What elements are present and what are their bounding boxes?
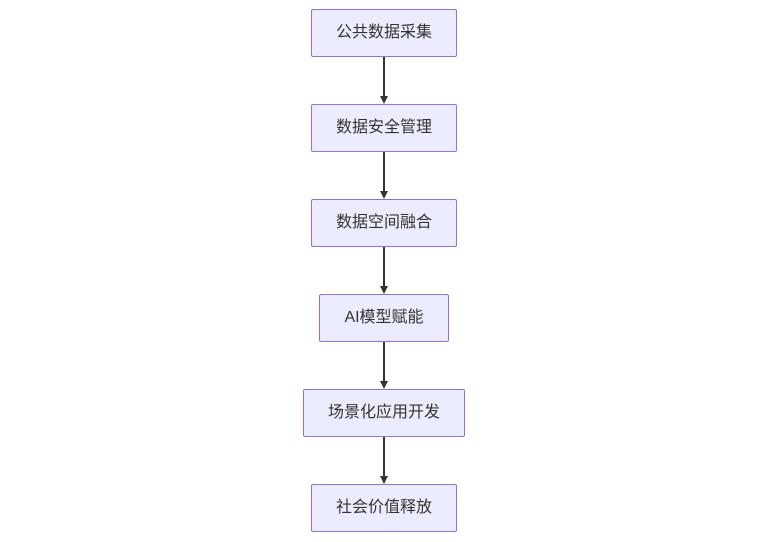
flow-arrow [380, 342, 388, 389]
flow-node-ai-model-empowerment: AI模型赋能 [319, 294, 449, 342]
flow-node-label: 场景化应用开发 [327, 404, 440, 421]
arrow-head-down-icon [380, 96, 388, 104]
arrow-head-down-icon [380, 476, 388, 484]
arrow-line [383, 437, 385, 476]
flow-node-label: AI模型赋能 [344, 309, 424, 326]
flow-node-label: 社会价值释放 [335, 499, 432, 516]
arrow-line [383, 152, 385, 191]
flow-arrow [380, 152, 388, 199]
flow-node-label: 公共数据采集 [335, 24, 432, 41]
arrow-line [383, 57, 385, 96]
flow-node-data-security-management: 数据安全管理 [310, 104, 457, 152]
flow-node-public-data-collection: 公共数据采集 [310, 9, 457, 57]
arrow-head-down-icon [380, 191, 388, 199]
arrow-line [383, 342, 385, 381]
arrow-head-down-icon [380, 381, 388, 389]
flow-node-social-value-release: 社会价值释放 [310, 484, 457, 532]
arrow-line [383, 247, 385, 286]
arrow-head-down-icon [380, 286, 388, 294]
flow-node-label: 数据安全管理 [335, 119, 432, 136]
flow-node-data-space-fusion: 数据空间融合 [310, 199, 457, 247]
flow-node-scenario-app-development: 场景化应用开发 [302, 389, 465, 437]
flow-arrow [380, 57, 388, 104]
flow-arrow [380, 437, 388, 484]
flow-arrow [380, 247, 388, 294]
flow-node-label: 数据空间融合 [335, 214, 432, 231]
